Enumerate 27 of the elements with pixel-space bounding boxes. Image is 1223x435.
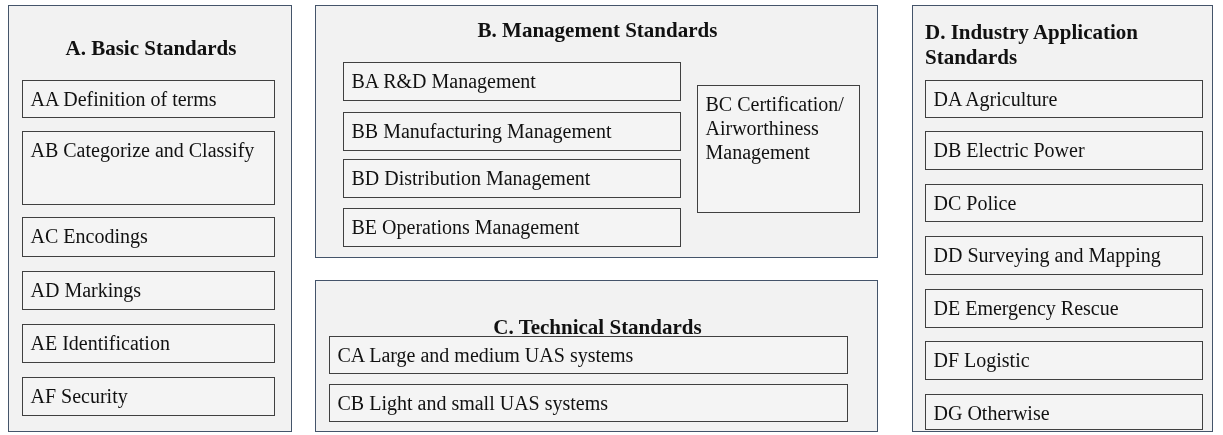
standard-item: DE Emergency Rescue: [924, 288, 1203, 328]
standard-item: BB Manufacturing Management: [342, 111, 681, 151]
standard-item: AA Definition of terms: [21, 79, 275, 118]
group-panel: [315, 280, 878, 432]
standard-item: BE Operations Management: [342, 207, 681, 247]
standard-item: BA R&D Management: [342, 61, 681, 101]
standard-item: BD Distribution Management: [342, 158, 681, 198]
group-panel: [912, 5, 1213, 432]
standard-item: DB Electric Power: [924, 130, 1203, 170]
standard-item: DG Otherwise: [924, 393, 1203, 430]
group-panel: [315, 5, 878, 258]
standard-item: DC Police: [924, 183, 1203, 222]
standard-item: BC Certification/ Airworthiness Management: [696, 84, 860, 213]
standard-item: AC Encodings: [21, 216, 275, 257]
standard-item: CB Light and small UAS systems: [328, 383, 848, 422]
standard-item: AE Identification: [21, 323, 275, 363]
standard-item: DA Agriculture: [924, 79, 1203, 118]
group-heading: D. Industry Application Standards: [925, 20, 1139, 70]
group-heading: B. Management Standards: [476, 18, 719, 43]
group-heading: A. Basic Standards: [64, 36, 238, 61]
standard-item: AB Categorize and Classify: [21, 130, 275, 205]
group-panel: [8, 5, 292, 432]
standard-item: AF Security: [21, 376, 275, 416]
standard-item: DD Surveying and Mapping: [924, 235, 1203, 275]
standard-item: CA Large and medium UAS systems: [328, 335, 848, 374]
standard-item: DF Logistic: [924, 340, 1203, 380]
standard-item: AD Markings: [21, 270, 275, 310]
